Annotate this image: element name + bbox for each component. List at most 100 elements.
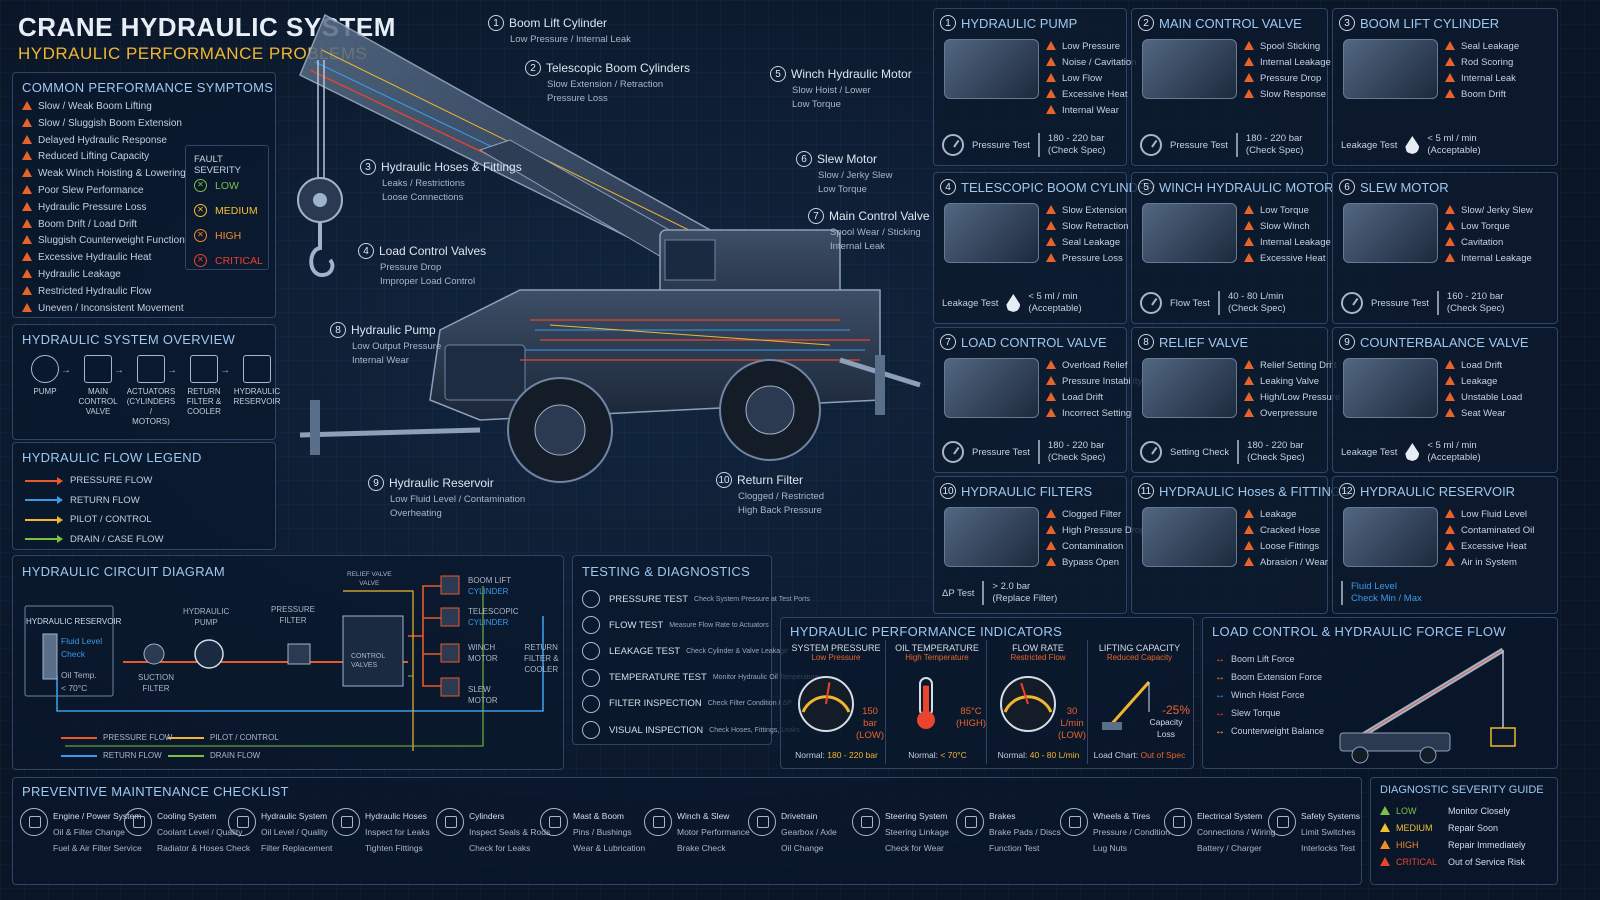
gauge-icon	[1140, 441, 1162, 463]
test-label: Leakage Test	[1341, 139, 1398, 151]
test-spec: 180 - 220 bar(Check Spec)	[1247, 440, 1305, 463]
issue-label: Slow/ Jerky Slew	[1461, 205, 1533, 216]
warning-icon	[1445, 253, 1455, 262]
maintenance-icon	[436, 808, 464, 836]
test-desc: Measure Flow Rate to Actuators	[669, 621, 769, 629]
warning-icon	[1445, 89, 1455, 98]
test-desc: Check Cylinder & Valve Leakage	[686, 647, 788, 655]
callout-detail: Low Fluid Level / Contamination	[390, 494, 526, 505]
warning-icon	[1046, 392, 1056, 401]
force-item: ↔Winch Hoist Force	[1215, 686, 1324, 704]
severity-level: ✕LOW	[194, 173, 263, 198]
callout-number: 9	[368, 475, 384, 491]
warning-icon	[1445, 541, 1455, 550]
force-arrow-icon: ↔	[1215, 689, 1225, 701]
symptom-item: Slow / Sluggish Boom Extension	[22, 116, 186, 133]
severity-action: Monitor Closely	[1448, 805, 1511, 816]
severity-label: LOW	[215, 179, 239, 192]
overview-label: VALVE	[85, 407, 111, 416]
test-label: Leakage Test	[1341, 446, 1398, 458]
indicator-title: LIFTING CAPACITY	[1098, 643, 1181, 653]
test-icon	[582, 616, 600, 635]
warning-icon	[1046, 221, 1056, 230]
component-image	[1343, 507, 1438, 567]
circuit-lines	[24, 575, 544, 757]
force-label: Boom Extension Force	[1231, 672, 1323, 682]
maintenance-title: Steering System	[885, 811, 948, 821]
issue-label: Contamination	[1062, 541, 1124, 552]
symptom-label: Reduced Lifting Capacity	[38, 151, 150, 163]
issue-label: Air in System	[1461, 557, 1517, 568]
maintenance-detail: Radiator & Hoses Check	[157, 843, 251, 853]
issue-item: Excessive Heat	[1445, 539, 1534, 555]
warning-icon	[1046, 41, 1056, 50]
overview-title: HYDRAULIC SYSTEM OVERVIEW	[22, 332, 236, 347]
severity-label: CRITICAL	[215, 254, 263, 267]
issue-label: Cracked Hose	[1260, 525, 1321, 536]
issue-item: Noise / Cavitation	[1046, 55, 1136, 71]
circuit-panel: HYDRAULIC CIRCUIT DIAGRAM HYDRAULIC RESE…	[12, 555, 564, 770]
test-name: FLOW TEST	[609, 619, 664, 631]
warning-icon	[1244, 376, 1254, 385]
warning-icon	[22, 168, 32, 178]
severity-icon: ✕	[194, 254, 207, 267]
maintenance-icon	[1268, 808, 1296, 836]
test-label: ΔP Test	[942, 587, 975, 599]
issue-label: Internal Leakage	[1260, 57, 1331, 68]
issue-item: Low Pressure	[1046, 39, 1136, 55]
callout-detail: Overheating	[390, 508, 442, 519]
issue-label: Seat Wear	[1461, 408, 1506, 419]
component-image	[944, 358, 1039, 418]
test-name: TEMPERATURE TEST	[609, 672, 707, 684]
indicator-normal: Normal: 180 - 220 bar	[795, 750, 878, 760]
card-number: 5	[1138, 179, 1154, 195]
circuit-oil-temp: Oil Temp.< 70°C	[61, 670, 97, 693]
symptom-item: Hydraulic Pressure Loss	[22, 200, 186, 217]
flow-arrow-icon	[25, 496, 63, 505]
force-item: ↔Boom Lift Force	[1215, 650, 1324, 668]
callout-number: 1	[488, 15, 504, 31]
component-image	[1142, 507, 1237, 567]
symptom-label: Slow / Sluggish Boom Extension	[38, 117, 182, 129]
force-label: Boom Lift Force	[1231, 654, 1295, 664]
maintenance-icon	[956, 808, 984, 836]
issue-item: Unstable Load	[1445, 390, 1522, 406]
symptom-label: Sluggish Counterweight Function	[38, 235, 185, 247]
maintenance-title: Safety Systems	[1301, 811, 1361, 821]
maintenance-detail: Interlocks Test	[1301, 843, 1356, 853]
warning-icon	[1244, 89, 1254, 98]
test-spec: 180 - 220 bar(Check Spec)	[1047, 133, 1106, 156]
flow-legend-label: DRAIN / CASE FLOW	[70, 533, 164, 545]
severity-level: ✕MEDIUM	[194, 198, 263, 223]
issue-item: Low Flow	[1046, 71, 1136, 87]
issue-label: Overload Relief	[1062, 360, 1128, 371]
issue-item: Overpressure	[1244, 406, 1340, 422]
callout-title: Hydraulic Hoses & Fittings	[381, 160, 522, 174]
maintenance-detail: Gearbox / Axle	[781, 827, 837, 837]
maintenance-detail: Oil Change	[781, 843, 824, 853]
issue-label: Slow Response	[1260, 89, 1327, 100]
issue-item: Clogged Filter	[1046, 507, 1145, 523]
issue-label: High/Low Pressure	[1260, 392, 1341, 403]
circuit-reservoir: HYDRAULIC RESERVOIR	[26, 617, 122, 626]
